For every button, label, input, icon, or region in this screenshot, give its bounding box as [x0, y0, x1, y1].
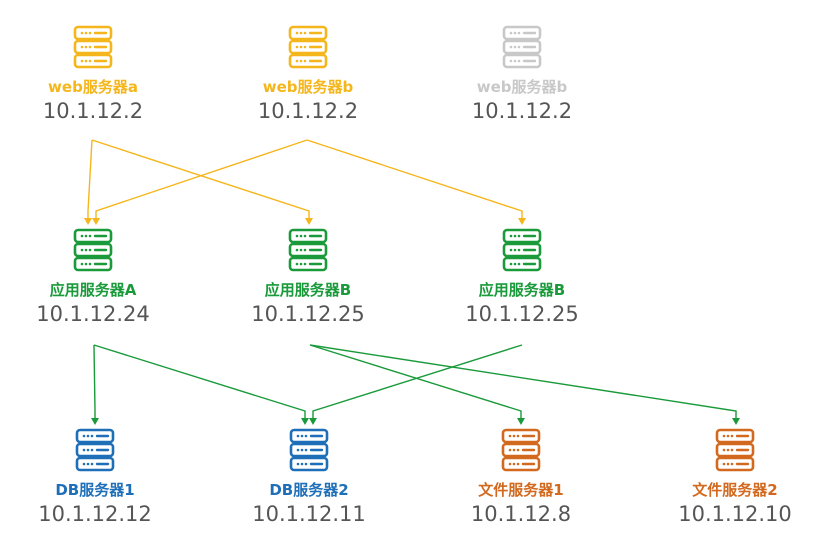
node-name: 文件服务器1	[478, 481, 564, 499]
server-icon	[442, 228, 602, 272]
node-db-server-2: DB服务器2 10.1.12.11	[229, 428, 389, 526]
arrowhead	[301, 418, 309, 425]
server-icon	[442, 25, 602, 69]
connection-web_a-to-app_b	[91, 139, 313, 225]
node-app-server-b-2: 应用服务器B 10.1.12.25	[442, 228, 602, 326]
arrowhead	[517, 418, 525, 425]
node-ip: 10.1.12.12	[38, 502, 152, 526]
node-ip: 10.1.12.25	[465, 302, 579, 326]
node-name: DB服务器2	[269, 481, 349, 499]
server-icon	[228, 25, 388, 69]
node-file-server-1: 文件服务器1 10.1.12.8	[441, 428, 601, 526]
node-name: web服务器a	[48, 78, 138, 96]
node-web-server-b-disabled: web服务器b 10.1.12.2	[442, 25, 602, 123]
server-icon	[13, 25, 173, 69]
node-db-server-1: DB服务器1 10.1.12.12	[15, 428, 175, 526]
server-icon	[13, 228, 173, 272]
server-icon	[441, 428, 601, 472]
node-name: DB服务器1	[55, 481, 135, 499]
node-web-server-a: web服务器a 10.1.12.2	[13, 25, 173, 123]
node-ip: 10.1.12.2	[257, 99, 359, 123]
arrowhead	[309, 418, 317, 425]
node-name: 应用服务器A	[49, 281, 137, 299]
node-ip: 10.1.12.8	[470, 502, 572, 526]
server-icon	[655, 428, 815, 472]
arrowhead	[732, 418, 740, 425]
node-name: web服务器b	[262, 78, 354, 96]
node-name: 应用服务器B	[264, 281, 352, 299]
server-icon	[229, 428, 389, 472]
node-ip: 10.1.12.11	[252, 502, 366, 526]
server-icon	[228, 228, 388, 272]
connection-app_a-to-db_2	[93, 344, 309, 425]
connection-app_b2-to-db_2	[309, 344, 523, 425]
arrowhead	[305, 218, 313, 225]
arrowhead	[84, 218, 92, 225]
connection-app_a-to-db_1	[91, 344, 99, 425]
server-icon	[15, 428, 175, 472]
arrowhead	[92, 218, 100, 225]
connection-app_b-to-file_1	[309, 344, 525, 425]
node-ip: 10.1.12.2	[471, 99, 573, 123]
node-file-server-2: 文件服务器2 10.1.12.10	[655, 428, 815, 526]
node-name: 文件服务器2	[692, 481, 778, 499]
connection-web_a-to-app_a	[84, 139, 93, 225]
node-name: 应用服务器B	[478, 281, 566, 299]
node-app-server-b: 应用服务器B 10.1.12.25	[228, 228, 388, 326]
connection-web_b-to-app_b2	[306, 139, 526, 225]
connection-app_b-to-file_2	[309, 344, 740, 425]
node-web-server-b: web服务器b 10.1.12.2	[228, 25, 388, 123]
node-ip: 10.1.12.25	[251, 302, 365, 326]
connection-web_b-to-app_a	[92, 139, 308, 225]
node-ip: 10.1.12.24	[36, 302, 150, 326]
node-app-server-a: 应用服务器A 10.1.12.24	[13, 228, 173, 326]
arrowhead	[518, 218, 526, 225]
arrowhead	[91, 418, 99, 425]
node-name: web服务器b	[476, 78, 568, 96]
node-ip: 10.1.12.2	[42, 99, 144, 123]
node-ip: 10.1.12.10	[678, 502, 792, 526]
